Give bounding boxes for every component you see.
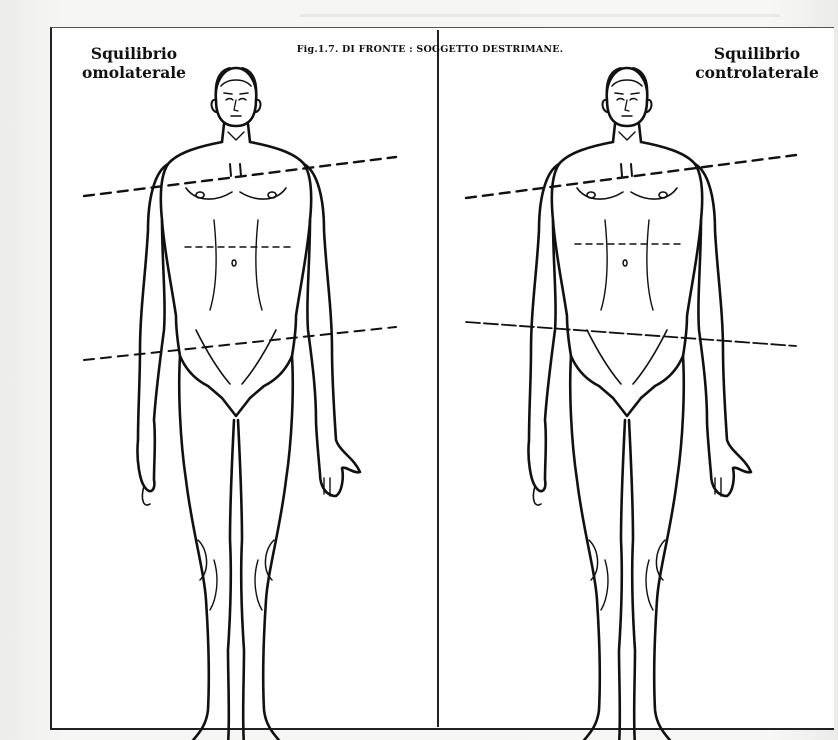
right-body-figure — [528, 68, 751, 740]
left-body-figure — [137, 68, 360, 740]
right-balance-lines — [466, 155, 796, 346]
left-balance-lines — [84, 157, 396, 360]
